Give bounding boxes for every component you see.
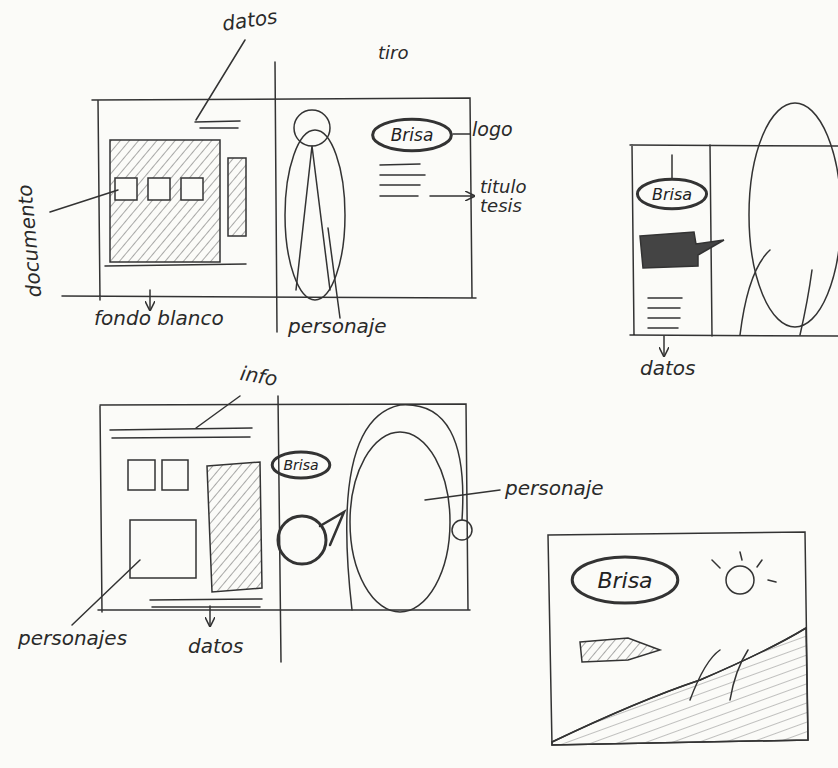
sketch-note: fondo blanco [94, 308, 224, 329]
leader-line [50, 190, 118, 212]
page-frame [630, 145, 838, 336]
callout-shape [640, 232, 724, 268]
speech-pointer [320, 512, 344, 545]
arrow-shape [580, 638, 660, 662]
side-bar [228, 158, 246, 236]
character-figure [690, 650, 748, 700]
leader-line [196, 396, 240, 428]
leader-line [196, 40, 245, 120]
sketch-note: tiro [378, 44, 408, 63]
logo-text: Brisa [570, 555, 680, 605]
logo-oval: Brisa [271, 451, 331, 479]
thumb-box [162, 460, 188, 490]
side-bar [207, 462, 262, 592]
sun-symbol [726, 566, 754, 594]
ground-area [552, 628, 808, 745]
sun-rays [712, 552, 776, 582]
text-lines [105, 121, 246, 266]
sketch-note: info [238, 363, 279, 390]
leader-arrow [430, 195, 474, 197]
text-lines [110, 428, 262, 607]
title-lines [380, 164, 425, 196]
page-frame [62, 98, 476, 300]
leader-line [425, 490, 500, 500]
document-block [110, 140, 220, 262]
page-frame [98, 404, 470, 612]
character-body [350, 432, 450, 612]
sketch-note: logo [472, 120, 513, 140]
leader-line [453, 133, 470, 135]
thumb-box [148, 178, 170, 200]
leader-arrow [209, 606, 211, 626]
sketch-note: datos [188, 636, 243, 657]
sketch-note: personajes [18, 628, 127, 649]
ground-curve [552, 628, 806, 742]
logo-text: Brisa [636, 178, 708, 210]
spine-line [710, 145, 712, 336]
leader-arrow [663, 336, 665, 356]
page-frame [548, 532, 808, 745]
character-outline [347, 405, 463, 610]
character-body [749, 103, 838, 327]
logo-oval: Brisa [371, 118, 453, 152]
sketch-note: personaje [288, 316, 387, 337]
sketch-note: datos [640, 358, 695, 379]
sketch-note: documento [13, 167, 45, 298]
speech-bubble [278, 516, 326, 564]
leader-line [72, 560, 140, 625]
sketch-note: personaje [505, 478, 604, 499]
leader-line [671, 155, 673, 178]
character-hand [452, 520, 472, 540]
sketch-note: titulo tesis [480, 178, 550, 216]
sketch-note: datos [221, 6, 279, 35]
character-figure [740, 250, 812, 335]
text-lines [648, 298, 682, 328]
character-figure [296, 146, 330, 290]
character-head [294, 110, 330, 146]
thumb-box [181, 178, 203, 200]
photo-box [130, 520, 196, 578]
thumb-box [115, 178, 137, 200]
leader-arrow [149, 290, 151, 310]
thumb-box [128, 460, 155, 490]
logo-oval: Brisa [636, 178, 708, 210]
character-body [285, 130, 345, 300]
leader-line [328, 228, 340, 318]
logo-text: Brisa [271, 451, 331, 479]
logo-oval: Brisa [570, 555, 680, 605]
logo-text: Brisa [371, 118, 453, 152]
spine-line [275, 62, 277, 332]
